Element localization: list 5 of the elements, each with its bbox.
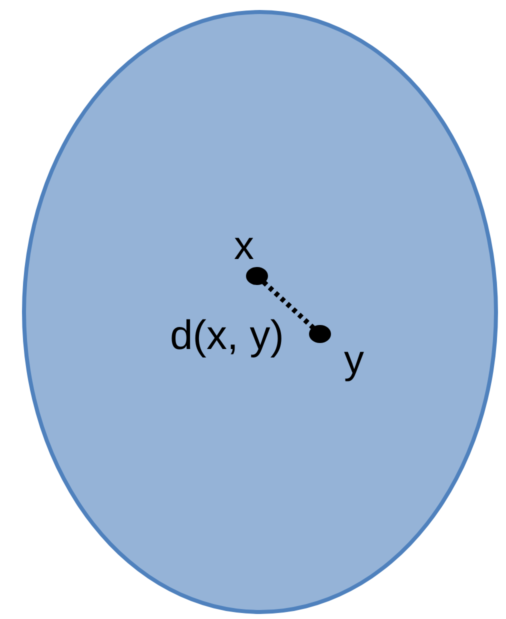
point-label: x <box>234 226 254 266</box>
point-dot <box>309 325 331 343</box>
point-dot <box>246 267 268 285</box>
dotted-line <box>262 280 316 330</box>
point-label: y <box>344 340 364 380</box>
